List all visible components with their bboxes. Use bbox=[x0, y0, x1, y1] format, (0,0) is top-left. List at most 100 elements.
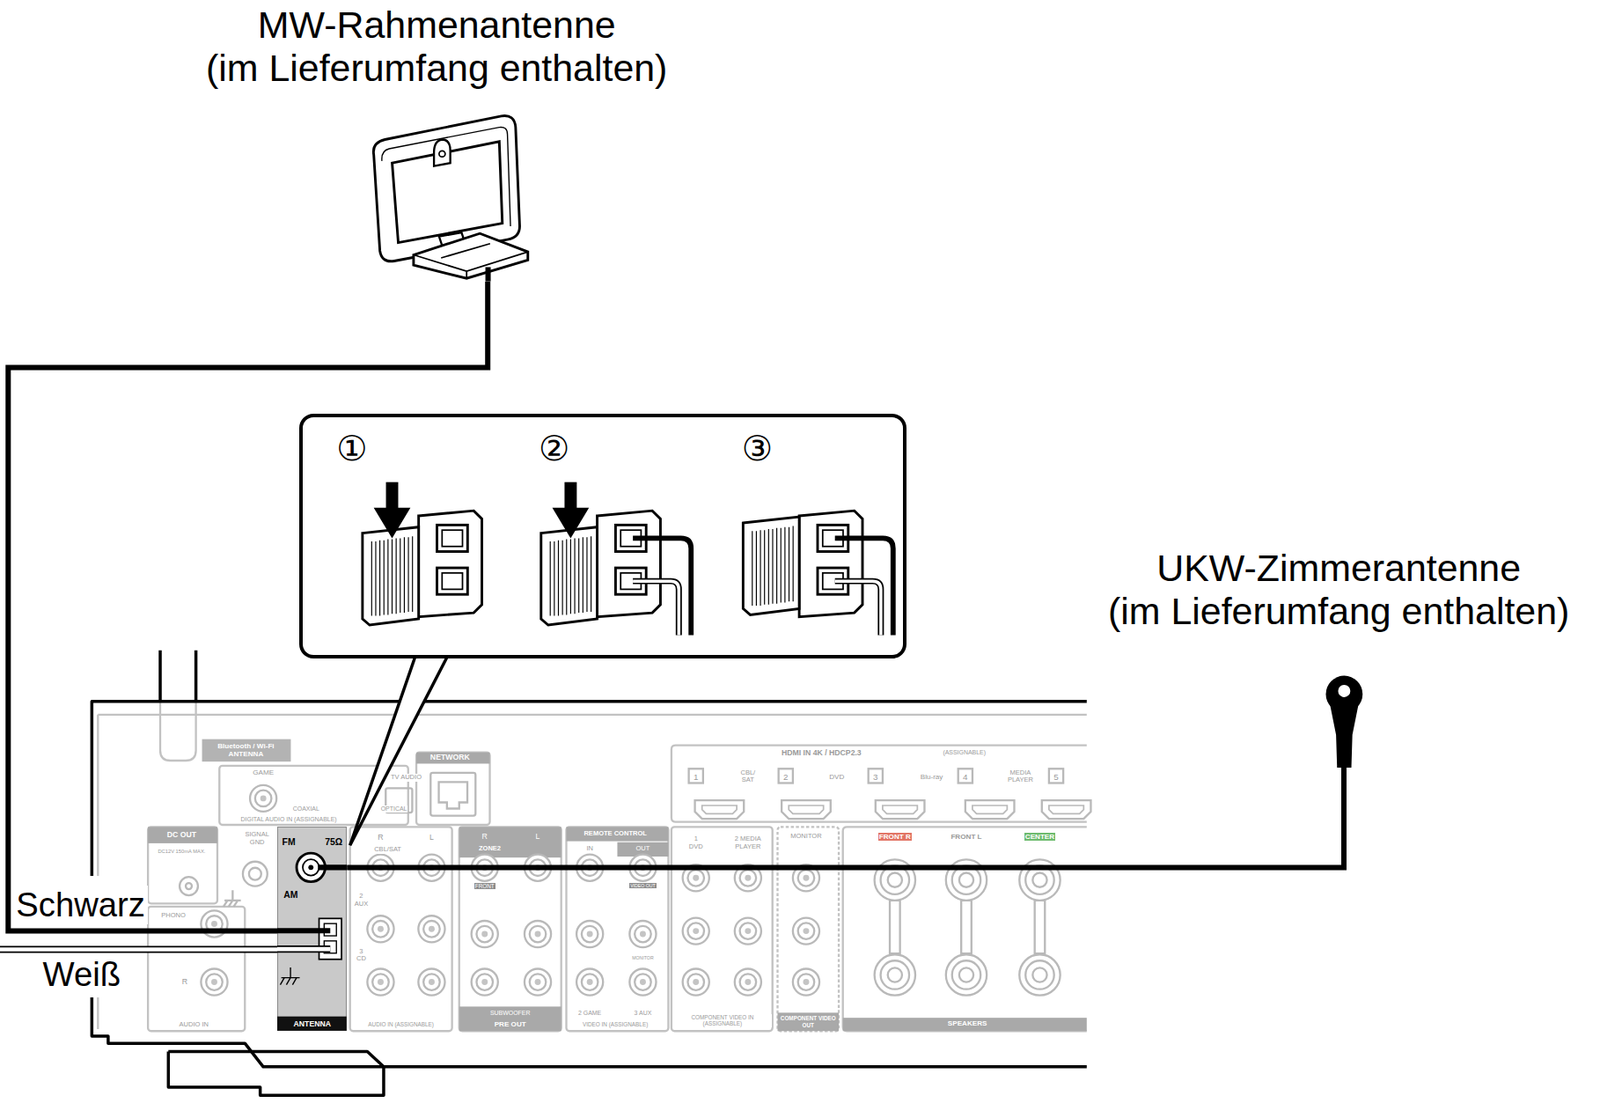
antenna-cable bbox=[7, 281, 488, 931]
terminal-label: 75Ω bbox=[324, 836, 343, 848]
panel-label: COAXIAL bbox=[292, 805, 321, 813]
housing-outline bbox=[91, 650, 1087, 1096]
callout-inset: ①②③ bbox=[299, 413, 907, 659]
white-wire-outline bbox=[0, 945, 278, 953]
drawing-part bbox=[777, 1012, 839, 1031]
drawing-part bbox=[433, 139, 451, 167]
drawing-part bbox=[484, 267, 491, 282]
drawing-part bbox=[277, 945, 331, 953]
drawing-part bbox=[695, 800, 745, 819]
drawing-part bbox=[742, 516, 800, 615]
panel-bands bbox=[147, 739, 1087, 1032]
panel-label: HDMI IN 4K / HDCP2.3 bbox=[780, 748, 863, 757]
panel-label: COMPONENT VIDEO OUT bbox=[777, 1014, 839, 1028]
panel-label: OUT bbox=[635, 844, 652, 853]
panel-label: NETWORK bbox=[429, 752, 471, 762]
panel-label: R bbox=[481, 831, 489, 841]
panel-label: 3 CD bbox=[353, 947, 368, 963]
drawing-part bbox=[277, 927, 331, 933]
callout-number: ① bbox=[336, 428, 367, 469]
drawing-part bbox=[889, 900, 901, 954]
drawing-part bbox=[413, 251, 529, 279]
panel-label: AUDIO IN (ASSIGNABLE) bbox=[366, 1020, 435, 1028]
drawing-part bbox=[97, 714, 1087, 1029]
panel-label: (ASSIGNABLE) bbox=[941, 748, 987, 756]
drawing-part bbox=[160, 650, 197, 703]
drawing-part bbox=[524, 920, 551, 947]
terminal-label: FM bbox=[282, 836, 296, 848]
drawing-part bbox=[308, 865, 315, 871]
panel-label: 5 bbox=[1052, 771, 1059, 782]
panel-label: SIGNAL GND bbox=[241, 830, 274, 846]
panel-label: CBL/ SAT bbox=[736, 769, 759, 785]
panel-label: IN bbox=[585, 844, 595, 853]
drawing-part bbox=[202, 739, 292, 763]
drawing-part bbox=[413, 233, 529, 279]
drawing-part bbox=[576, 968, 603, 996]
drawing-part bbox=[689, 768, 704, 783]
drawing-part bbox=[540, 526, 597, 624]
panel-label: MONITOR bbox=[789, 832, 823, 841]
drawing-part bbox=[91, 701, 1087, 876]
drawing-part bbox=[958, 768, 973, 783]
panel-label: DIGITAL AUDIO IN (ASSIGNABLE) bbox=[240, 815, 338, 823]
drawing-part bbox=[946, 954, 987, 995]
drawing-part bbox=[742, 510, 893, 635]
drawing-part bbox=[200, 968, 228, 996]
panel-label: MEDIA PLAYER bbox=[998, 769, 1042, 785]
panel-label: 1 DVD bbox=[686, 835, 705, 851]
drawing-part bbox=[777, 826, 839, 1031]
antenna-cable bbox=[346, 767, 1344, 868]
drawing-part bbox=[629, 920, 656, 947]
callout-pointer bbox=[350, 653, 449, 845]
drawing-part bbox=[249, 785, 277, 812]
drawing-part bbox=[319, 917, 343, 959]
panel-label: PHONO bbox=[160, 911, 187, 920]
panel-label: R bbox=[181, 976, 189, 986]
wire-color-label: Schwarz bbox=[13, 885, 148, 925]
drawing-part bbox=[632, 537, 691, 635]
drawing-part bbox=[318, 865, 347, 871]
antenna-terminal-block: FM75ΩAMANTENNA bbox=[277, 826, 347, 1031]
drawing-part bbox=[565, 826, 668, 841]
drawing-part bbox=[185, 882, 192, 889]
panel-label: CBL/SAT bbox=[373, 845, 403, 854]
drawing-part bbox=[366, 968, 394, 996]
drawing-part bbox=[682, 917, 710, 945]
drawing-part bbox=[792, 917, 820, 945]
panel-label: 3 bbox=[872, 771, 879, 782]
drawing-part bbox=[459, 1005, 562, 1031]
drawing-part bbox=[671, 745, 1087, 823]
drawing-part bbox=[471, 920, 499, 947]
drawing-part bbox=[249, 867, 262, 881]
drawing-part bbox=[576, 920, 603, 947]
drawing-part bbox=[242, 861, 268, 887]
panel-label: VIDEO OUT bbox=[629, 882, 657, 889]
drawing-part bbox=[792, 968, 820, 996]
drawing-part bbox=[1019, 954, 1060, 995]
panel-label: FRONT L bbox=[949, 832, 983, 841]
drawing-part bbox=[565, 826, 668, 1031]
drawing-part bbox=[373, 481, 411, 538]
panel-label: 2 MEDIA PLAYER bbox=[729, 835, 766, 851]
drawing-part bbox=[843, 826, 1087, 1031]
drawing-part bbox=[430, 772, 476, 816]
terminal-steps-figure bbox=[299, 413, 907, 659]
drawing-part bbox=[416, 752, 490, 825]
panel-label: OPTICAL bbox=[380, 805, 409, 813]
drawing-part bbox=[540, 481, 690, 635]
panel-label: FRONT R bbox=[878, 832, 912, 841]
wire-color-label: Weiß bbox=[39, 954, 124, 994]
antenna-terminal-figure bbox=[277, 826, 347, 1031]
drawing-part bbox=[843, 1017, 1087, 1031]
drawing-part bbox=[799, 510, 863, 617]
panel-label: DVD bbox=[828, 772, 845, 781]
fm-antenna: UKW-Zimmerantenne (im Lieferumfang entha… bbox=[1092, 543, 1586, 768]
drawing-part bbox=[874, 954, 916, 995]
drawing-part bbox=[961, 900, 972, 954]
panel-label: 3 AUX bbox=[633, 1009, 654, 1017]
panel-label: CENTER bbox=[1024, 832, 1056, 841]
drawing-part bbox=[147, 906, 245, 1031]
panel-label: 2 bbox=[782, 771, 789, 782]
panel-label: FRONT bbox=[474, 882, 496, 889]
